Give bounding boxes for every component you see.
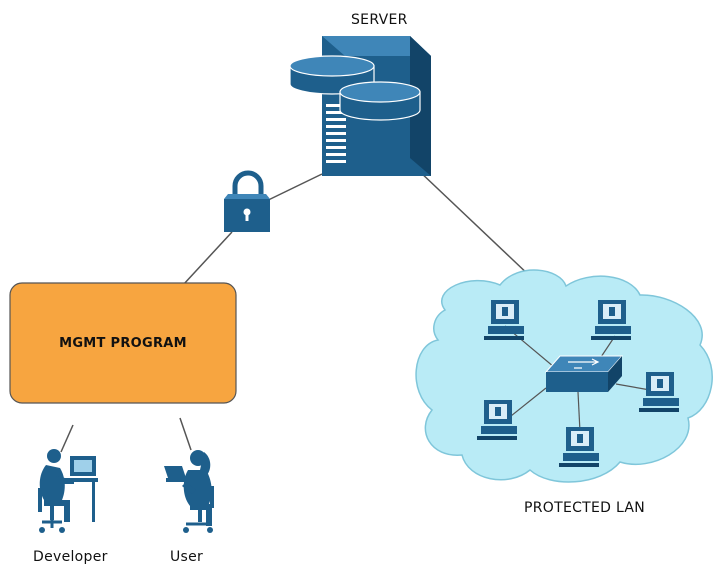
mgmt-program-box <box>9 282 237 404</box>
user-with-laptop-icon <box>164 450 214 533</box>
link-mgmt-user <box>179 417 192 451</box>
developer-at-desk-icon <box>38 449 98 533</box>
network-switch-icon <box>544 355 624 392</box>
developer-label: Developer <box>33 549 108 565</box>
computer-icon <box>484 300 524 340</box>
computer-icon <box>591 300 631 340</box>
link-mgmt-developer <box>60 424 74 453</box>
link-server-lan <box>417 169 533 279</box>
server-icon <box>289 36 431 176</box>
computer-icon <box>477 400 517 440</box>
mgmt-program-label: MGMT PROGRAM <box>59 335 187 351</box>
server-label: SERVER <box>351 12 408 28</box>
protected-lan-label: PROTECTED LAN <box>524 500 646 516</box>
lock-icon <box>224 170 270 232</box>
user-label: User <box>170 549 204 565</box>
computer-icon <box>559 427 599 467</box>
link-mgmt-lock <box>182 231 233 286</box>
computer-icon <box>639 372 679 412</box>
